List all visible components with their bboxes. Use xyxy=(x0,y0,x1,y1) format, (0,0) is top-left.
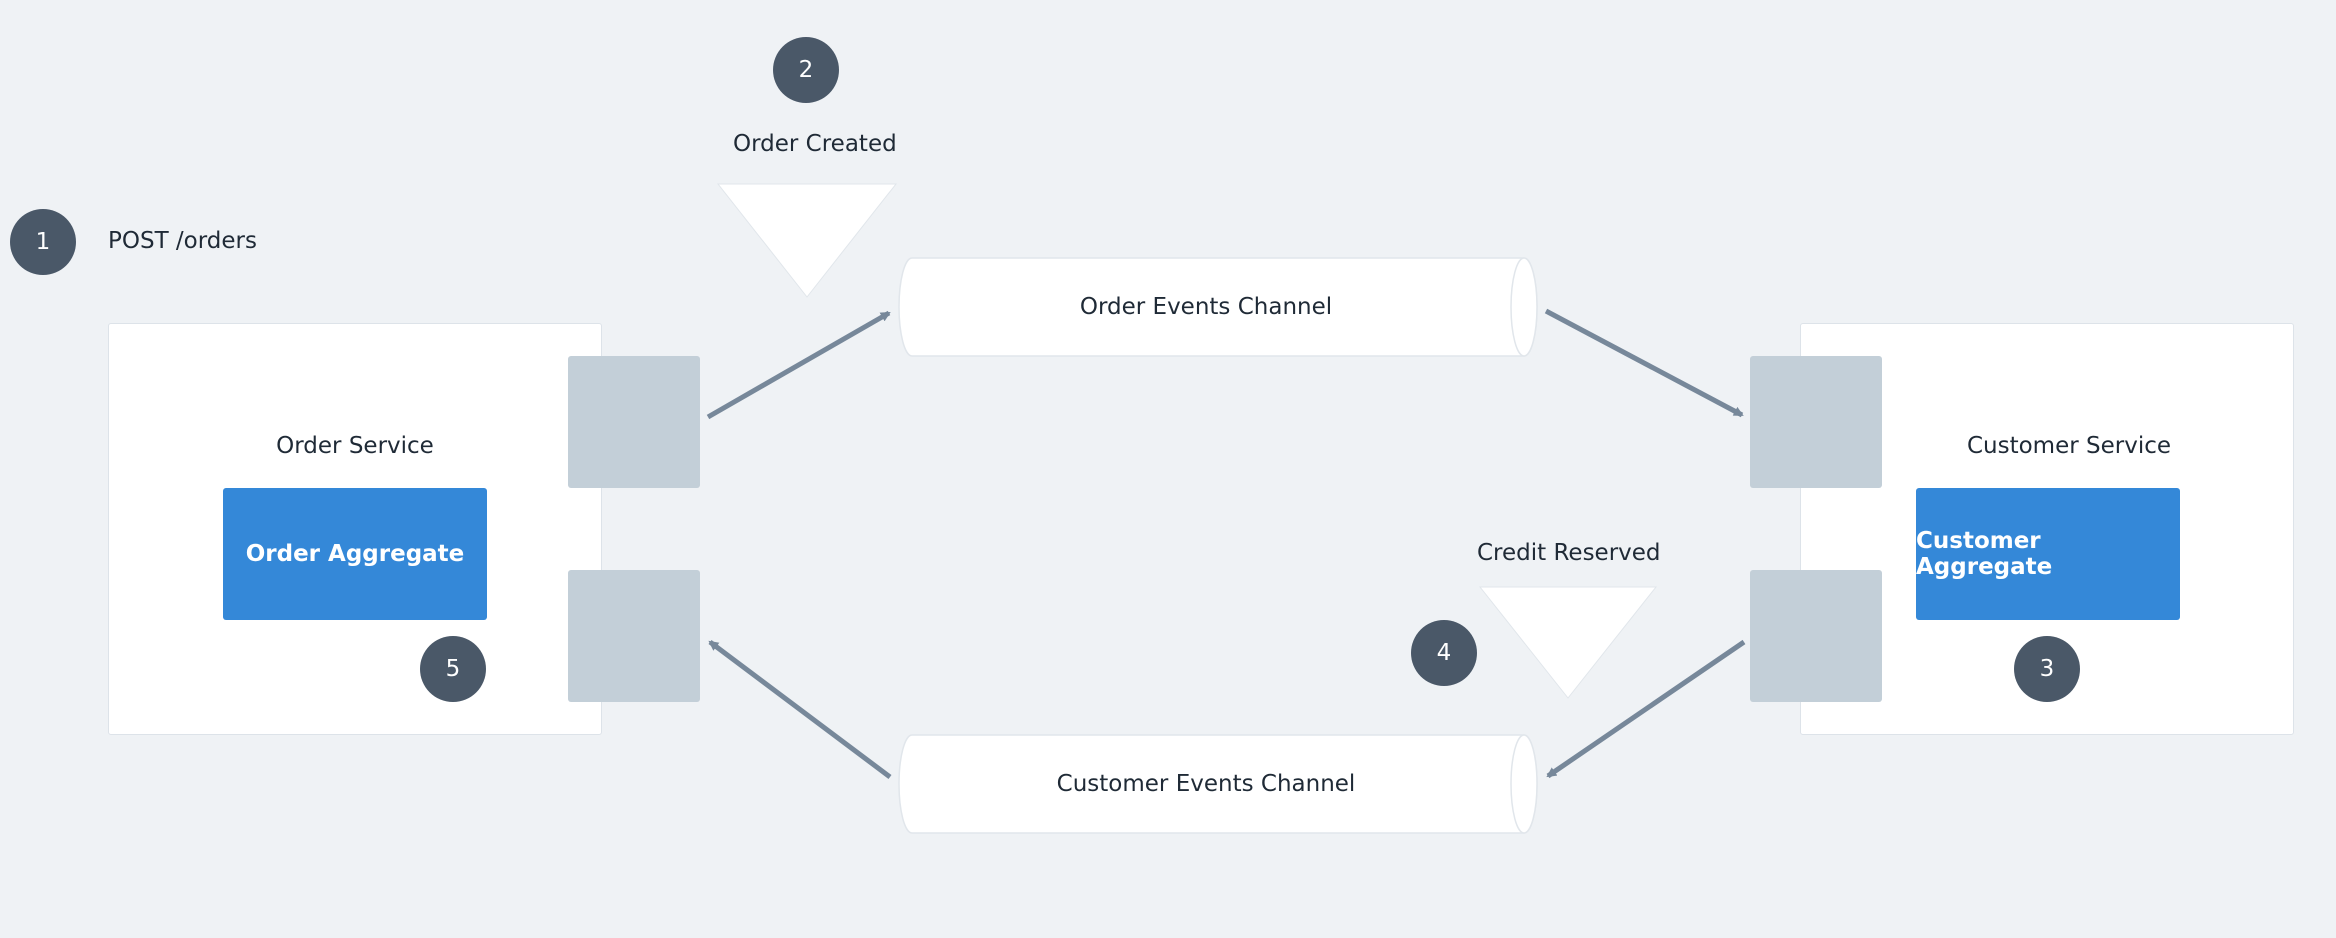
step-badge-5: 5 xyxy=(420,636,486,702)
order-service-inbound-port xyxy=(568,570,700,702)
customer-service-title: Customer Service xyxy=(1966,433,2172,459)
step-badge-2: 2 xyxy=(773,37,839,103)
customer-service-inbound-port xyxy=(1750,356,1882,488)
step-badge-1: 1 xyxy=(10,209,76,275)
customer-events-channel-shape xyxy=(898,734,1538,834)
order-service-box: Order Service Order Aggregate xyxy=(108,323,602,735)
order-created-label: Order Created xyxy=(733,131,897,157)
order-service-title: Order Service xyxy=(276,433,434,459)
customer-aggregate: Customer Aggregate xyxy=(1916,488,2180,620)
arrow-order-channel-to-customer-service xyxy=(1544,308,1744,418)
step-badge-3: 3 xyxy=(2014,636,2080,702)
order-created-event-shape xyxy=(716,183,898,298)
customer-service-outbound-port xyxy=(1750,570,1882,702)
request-label: POST /orders xyxy=(108,228,257,254)
order-service-outbound-port xyxy=(568,356,700,488)
order-events-channel-label: Order Events Channel xyxy=(1079,294,1333,320)
step-badge-4: 4 xyxy=(1411,620,1477,686)
credit-reserved-event-shape xyxy=(1478,586,1658,699)
order-aggregate: Order Aggregate xyxy=(223,488,487,620)
order-events-channel-shape xyxy=(898,257,1538,357)
customer-events-channel-label: Customer Events Channel xyxy=(1056,771,1356,797)
arrow-customer-service-to-customer-channel xyxy=(1546,639,1746,779)
credit-reserved-label: Credit Reserved xyxy=(1477,540,1661,566)
arrow-order-service-to-order-channel xyxy=(706,310,891,420)
arrow-customer-channel-to-order-service xyxy=(708,640,892,779)
